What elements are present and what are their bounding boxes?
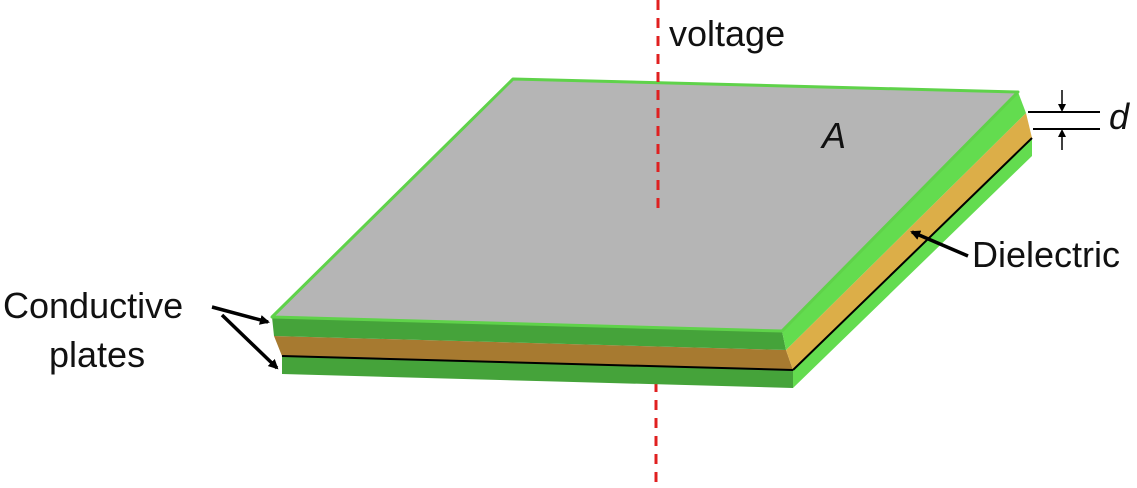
area-label: A	[820, 115, 846, 156]
dielectric-side	[786, 113, 1032, 370]
side-seam-line	[792, 137, 1033, 371]
dielectric-label: Dielectric	[972, 234, 1120, 275]
dielectric-front	[274, 336, 793, 370]
top-plate-front	[272, 317, 786, 350]
bottom-plate-side	[793, 138, 1032, 388]
voltage-label: voltage	[669, 13, 785, 54]
conductive-label-line1: Conductive	[3, 285, 183, 326]
conductive-arrow-top	[211, 305, 270, 325]
dielectric-arrow	[910, 230, 969, 258]
top-plate-face	[270, 77, 1020, 333]
conductive-arrow-bottom	[220, 313, 279, 370]
thickness-label: d	[1109, 96, 1130, 137]
conductive-label-line2: plates	[49, 334, 145, 375]
thickness-dimension	[1028, 90, 1100, 150]
top-plate-side	[782, 92, 1026, 350]
front-seam-line	[281, 355, 794, 371]
bottom-plate-front	[282, 356, 793, 388]
